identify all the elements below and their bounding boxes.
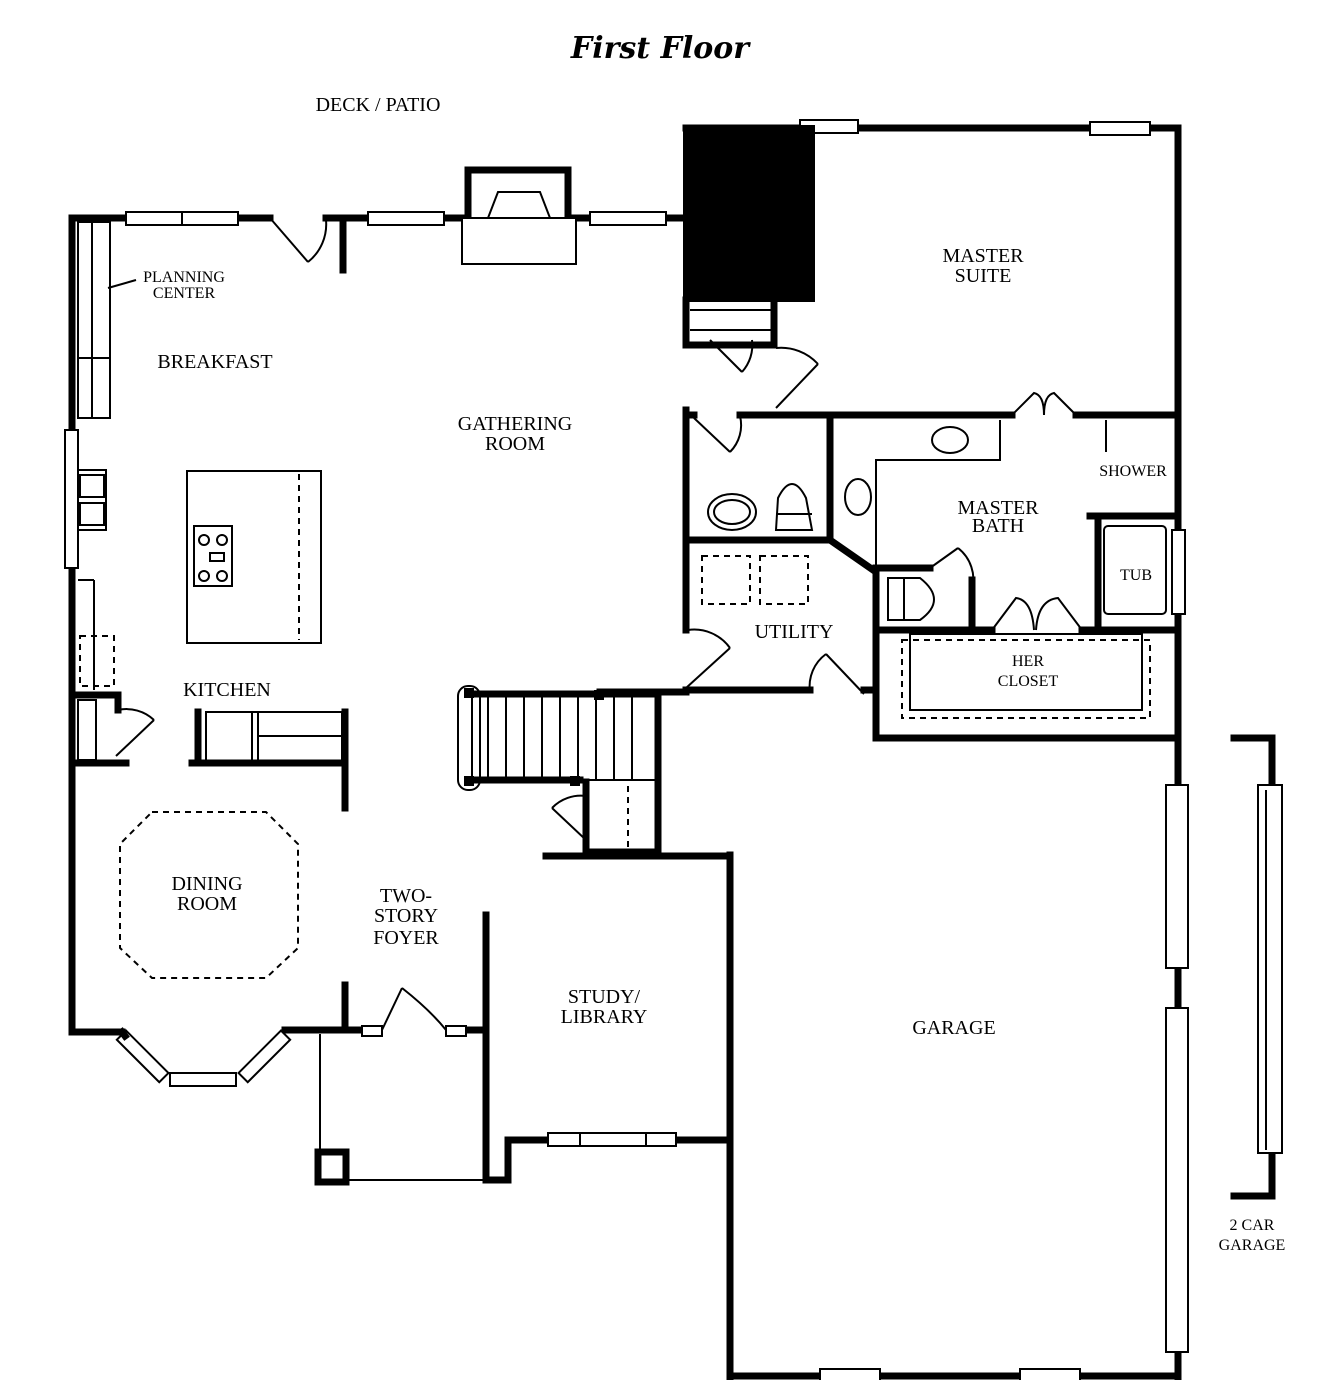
label-foyer-1: TWO-: [380, 885, 432, 907]
label-master-bath-1: MASTER: [957, 497, 1039, 519]
label-kitchen: KITCHEN: [183, 679, 271, 701]
kitchen-island: [186, 470, 322, 644]
utility-appliances: [701, 555, 809, 605]
label-2car-garage-2: GARAGE: [1219, 1237, 1286, 1254]
label-master-suite-2: SUITE: [955, 265, 1012, 287]
stairs: [457, 685, 660, 850]
closet-shelf: [909, 633, 1143, 711]
label-gathering-2: ROOM: [485, 433, 545, 455]
interior-walls: [68, 406, 1182, 856]
planning-center-counter: [77, 221, 137, 690]
label-study-1: STUDY/: [568, 986, 641, 1008]
label-dining-1: DINING: [171, 873, 242, 895]
label-study-2: LIBRARY: [561, 1006, 648, 1028]
label-foyer-3: FOYER: [373, 927, 439, 949]
label-tub: TUB: [1120, 567, 1152, 584]
exterior-walls: [68, 124, 1182, 1380]
label-foyer-2: STORY: [374, 905, 438, 927]
label-shower: SHOWER: [1099, 463, 1167, 480]
label-2car-garage-1: 2 CAR: [1230, 1217, 1275, 1234]
label-her-closet-2: CLOSET: [998, 673, 1059, 690]
master-bath-fixtures: [844, 420, 1167, 621]
label-gathering-1: GATHERING: [458, 413, 572, 435]
room-labels: PLANNING CENTER BREAKFAST GATHERING ROOM…: [143, 245, 1285, 1254]
front-porch: [314, 1034, 486, 1186]
label-utility: UTILITY: [755, 621, 834, 643]
windows: [64, 119, 1189, 1380]
label-planning-center-2: CENTER: [153, 285, 216, 302]
plan-title: First Floor: [570, 31, 751, 66]
label-planning-center-1: PLANNING: [143, 269, 225, 286]
label-master-bath-2: BATH: [972, 515, 1024, 537]
label-master-suite-1: MASTER: [942, 245, 1024, 267]
label-garage: GARAGE: [912, 1017, 995, 1039]
fireplace: [461, 191, 577, 265]
label-breakfast: BREAKFAST: [157, 351, 272, 373]
kitchen-counter: [205, 711, 343, 763]
label-deck-patio: DECK / PATIO: [316, 94, 441, 116]
label-her-closet-1: HER: [1012, 653, 1044, 670]
label-dining-2: ROOM: [177, 893, 237, 915]
deck-door: [269, 217, 328, 263]
powder-room-fixtures: [707, 483, 814, 531]
garage-door: [1230, 734, 1283, 1200]
master-closet-block: [683, 125, 815, 302]
